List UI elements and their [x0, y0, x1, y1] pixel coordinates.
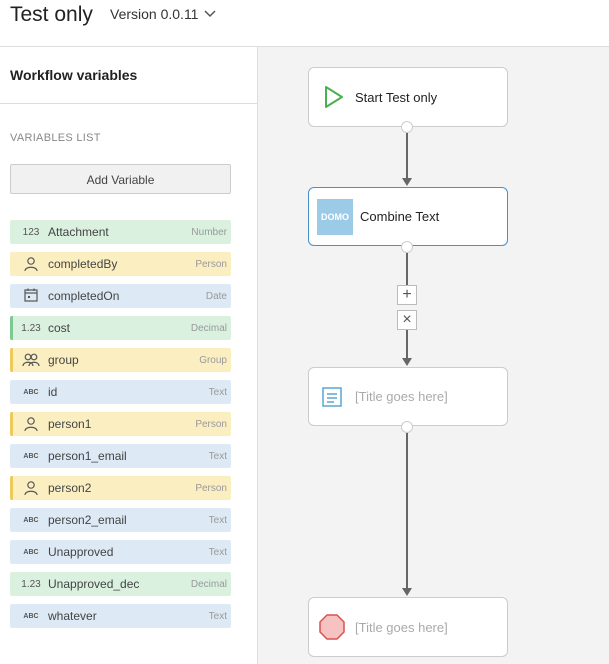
variable-name: person2_email	[48, 513, 127, 527]
panel-title: Workflow variables	[10, 67, 138, 83]
variable-name: id	[48, 385, 58, 399]
variable-name: person1	[48, 417, 92, 431]
text-icon: ABC	[23, 548, 39, 556]
start-node-label: Start Test only	[355, 89, 438, 105]
end-node[interactable]: [Title goes here]	[308, 597, 508, 657]
variable-type: Text	[208, 514, 227, 526]
chevron-down-icon	[204, 10, 217, 18]
play-icon	[325, 86, 343, 108]
variable-type: Text	[208, 546, 227, 558]
workflow-variables-panel: Workflow variables VARIABLES LIST Add Va…	[0, 47, 258, 664]
variable-row[interactable]: ABC person2_email Text	[10, 508, 231, 532]
number-icon: 123	[22, 226, 40, 238]
variable-row[interactable]: group Group	[10, 348, 231, 372]
text-icon: ABC	[23, 612, 39, 620]
variable-name: person2	[48, 481, 92, 495]
variables-list-heading: VARIABLES LIST	[10, 132, 101, 144]
variable-row[interactable]: person1 Person	[10, 412, 231, 436]
variable-type: Decimal	[190, 578, 227, 590]
connector-line	[406, 433, 408, 589]
version-label: Version 0.0.11	[110, 6, 199, 22]
arrow-head	[402, 178, 412, 186]
add-step-button[interactable]: +	[397, 285, 417, 305]
variable-row[interactable]: person2 Person	[10, 476, 231, 500]
add-variable-button[interactable]: Add Variable	[10, 164, 231, 194]
stop-icon	[319, 614, 345, 640]
text-icon: ABC	[23, 452, 39, 460]
variable-type: Date	[205, 290, 227, 302]
domo-logo: DOMO	[317, 198, 353, 235]
task-node[interactable]: [Title goes here]	[308, 367, 508, 426]
person-icon	[20, 256, 42, 275]
variable-type: Person	[195, 482, 227, 494]
version-dropdown[interactable]: Version 0.0.11	[110, 6, 217, 22]
combine-text-node[interactable]: DOMO Combine Text	[308, 187, 508, 246]
variable-type: Group	[199, 354, 227, 366]
variable-row[interactable]: ABC person1_email Text	[10, 444, 231, 468]
variable-type: Text	[208, 610, 227, 622]
end-node-label: [Title goes here]	[355, 619, 448, 635]
combine-node-label: Combine Text	[360, 209, 440, 224]
variable-name: Unapproved	[48, 545, 114, 559]
connector-line	[406, 133, 408, 179]
variable-row[interactable]: ABC whatever Text	[10, 604, 231, 628]
app-header: Test only Version 0.0.11	[0, 0, 609, 47]
panel-divider	[0, 103, 257, 104]
decimal-icon: 1.23	[21, 578, 41, 590]
variable-name: completedBy	[48, 257, 118, 271]
variable-type: Number	[191, 226, 227, 238]
variable-row[interactable]: 1.23 cost Decimal	[10, 316, 231, 340]
variable-name: person1_email	[48, 449, 127, 463]
variable-type: Person	[195, 258, 227, 270]
text-icon: ABC	[23, 516, 39, 524]
variable-type: Person	[195, 418, 227, 430]
variable-name: cost	[48, 321, 71, 335]
person-icon	[20, 416, 42, 435]
variable-row[interactable]: ABC Unapproved Text	[10, 540, 231, 564]
workflow-canvas[interactable]: Start Test only DOMO Combine Text + × [T…	[258, 47, 609, 664]
document-icon	[322, 386, 342, 407]
start-node-connector[interactable]	[401, 121, 413, 133]
connector-line	[406, 253, 408, 285]
variable-name: Unapproved_dec	[48, 577, 140, 591]
connector-line	[406, 330, 408, 359]
variable-name: Attachment	[48, 225, 109, 239]
task-node-label: [Title goes here]	[355, 389, 448, 404]
arrow-head	[402, 588, 412, 596]
workflow-title: Test only	[10, 3, 93, 26]
variable-type: Text	[208, 450, 227, 462]
variable-row[interactable]: 1.23 Unapproved_dec Decimal	[10, 572, 231, 596]
text-icon: ABC	[23, 388, 39, 396]
variable-row[interactable]: 123 Attachment Number	[10, 220, 231, 244]
start-node[interactable]: Start Test only	[308, 67, 508, 127]
group-icon	[20, 352, 42, 371]
variable-row[interactable]: completedOn Date	[10, 284, 231, 308]
variable-name: whatever	[48, 609, 97, 623]
remove-connection-button[interactable]: ×	[397, 310, 417, 330]
person-icon	[20, 480, 42, 499]
variable-name: group	[48, 353, 79, 367]
variable-type: Text	[208, 386, 227, 398]
variable-type: Decimal	[190, 322, 227, 334]
task-node-connector[interactable]	[401, 421, 413, 433]
variable-row[interactable]: ABC id Text	[10, 380, 231, 404]
arrow-head	[402, 358, 412, 366]
variable-name: completedOn	[48, 289, 120, 303]
calendar-icon	[20, 288, 42, 305]
variable-row[interactable]: completedBy Person	[10, 252, 231, 276]
combine-node-connector[interactable]	[401, 241, 413, 253]
decimal-icon: 1.23	[21, 322, 41, 334]
